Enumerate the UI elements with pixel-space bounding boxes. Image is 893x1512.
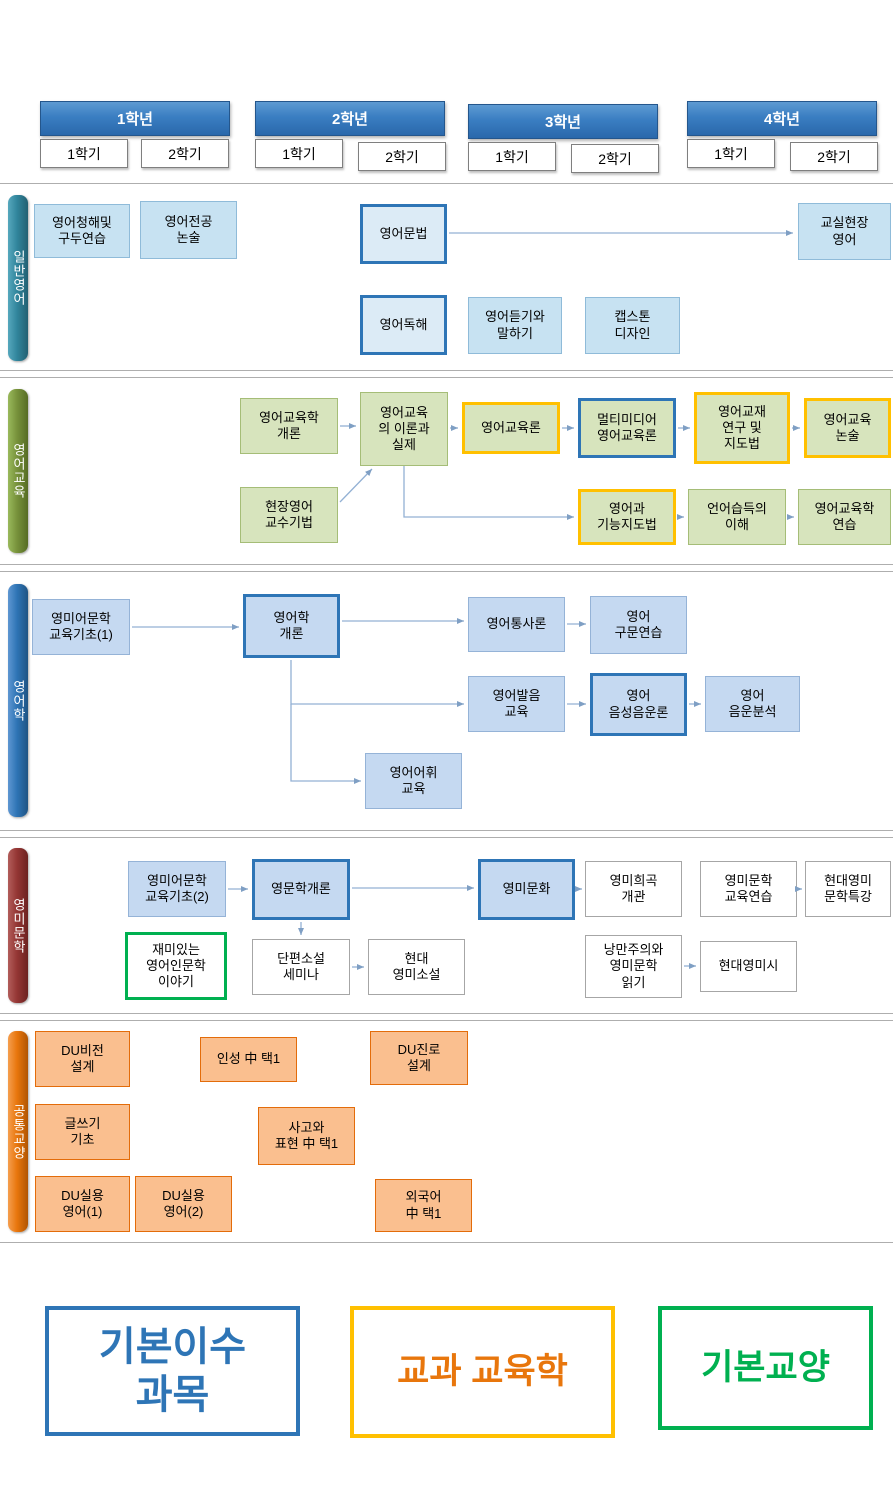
course-box: 언어습득의 이해: [688, 489, 786, 545]
year-header-2: 2학년: [255, 101, 445, 136]
course-box: 영어 음성음운론: [590, 673, 687, 736]
semester-box: 2학기: [571, 144, 659, 173]
course-box: 현대영미 문학특강: [805, 861, 891, 917]
semester-box: 2학기: [790, 142, 878, 171]
course-box: 영어듣기와 말하기: [468, 297, 562, 354]
course-box: 영어교육 의 이론과 실제: [360, 392, 448, 466]
course-box: 영어문법: [360, 204, 447, 264]
course-box: 영어독해: [360, 295, 447, 355]
section-band-liberal-arts: [0, 1020, 893, 1243]
section-label-english-linguistics: 영어학: [8, 584, 28, 817]
section-band-english-education: [0, 377, 893, 565]
course-box: DU실용 영어(1): [35, 1176, 130, 1232]
section-label-english-literature: 영미문학: [8, 848, 28, 1003]
course-box: 현장영어 교수기법: [240, 487, 338, 543]
course-box: 사고와 표현 中 택1: [258, 1107, 355, 1165]
course-box: 영어교육론: [462, 402, 560, 454]
section-label-liberal-arts: 공통교양: [8, 1031, 28, 1232]
legend-basic-required: 기본이수 과목: [45, 1306, 300, 1436]
course-box: DU비전 설계: [35, 1031, 130, 1087]
semester-box: 1학기: [468, 142, 556, 171]
legend-basic-liberal: 기본교양: [658, 1306, 873, 1430]
course-box: 영어교재 연구 및 지도법: [694, 392, 790, 464]
course-box: 영미문학 교육연습: [700, 861, 797, 917]
semester-box: 1학기: [40, 139, 128, 168]
section-band-english-linguistics: [0, 571, 893, 831]
semester-box: 2학기: [141, 139, 229, 168]
course-box: 영문학개론: [252, 859, 350, 920]
course-box: DU진로 설계: [370, 1031, 468, 1085]
semester-box: 1학기: [255, 139, 343, 168]
section-label-english-education: 영어교육: [8, 389, 28, 553]
semester-box: 1학기: [687, 139, 775, 168]
course-box: 영미희곡 개관: [585, 861, 682, 917]
course-box: 멀티미디어 영어교육론: [578, 398, 676, 458]
course-box: 영어청해및 구두연습: [34, 204, 130, 258]
course-box: 현대영미시: [700, 941, 797, 992]
course-box: DU실용 영어(2): [135, 1176, 232, 1232]
course-box: 인성 中 택1: [200, 1037, 297, 1082]
course-box: 영어어휘 교육: [365, 753, 462, 809]
course-box: 영어전공 논술: [140, 201, 237, 259]
section-band-general-english: [0, 183, 893, 371]
course-box: 영어교육학 연습: [798, 489, 891, 545]
course-box: 영어과 기능지도법: [578, 489, 676, 545]
course-box: 영어교육학 개론: [240, 398, 338, 454]
course-box: 영미문화: [478, 859, 575, 920]
course-box: 글쓰기 기초: [35, 1104, 130, 1160]
course-box: 영미어문학 교육기초(2): [128, 861, 226, 917]
course-box: 단편소설 세미나: [252, 939, 350, 995]
course-box: 영어통사론: [468, 597, 565, 652]
course-box: 캡스톤 디자인: [585, 297, 680, 354]
course-box: 영어 구문연습: [590, 596, 687, 654]
course-box: 영어 음운분석: [705, 676, 800, 732]
course-box: 낭만주의와 영미문학 읽기: [585, 935, 682, 998]
course-box: 교실현장 영어: [798, 203, 891, 260]
year-header-3: 3학년: [468, 104, 658, 139]
legend-subject-pedagogy: 교과 교육학: [350, 1306, 615, 1438]
course-box: 영어학 개론: [243, 594, 340, 658]
course-box: 영어발음 교육: [468, 676, 565, 732]
course-box: 재미있는 영어인문학 이야기: [125, 932, 227, 1000]
semester-box: 2학기: [358, 142, 446, 171]
course-box: 외국어 中 택1: [375, 1179, 472, 1232]
course-box: 영어교육 논술: [804, 398, 891, 458]
year-header-4: 4학년: [687, 101, 877, 136]
year-header-1: 1학년: [40, 101, 230, 136]
course-box: 현대 영미소설: [368, 939, 465, 995]
course-box: 영미어문학 교육기초(1): [32, 599, 130, 655]
section-band-english-literature: [0, 837, 893, 1014]
section-label-general-english: 일반영어: [8, 195, 28, 361]
